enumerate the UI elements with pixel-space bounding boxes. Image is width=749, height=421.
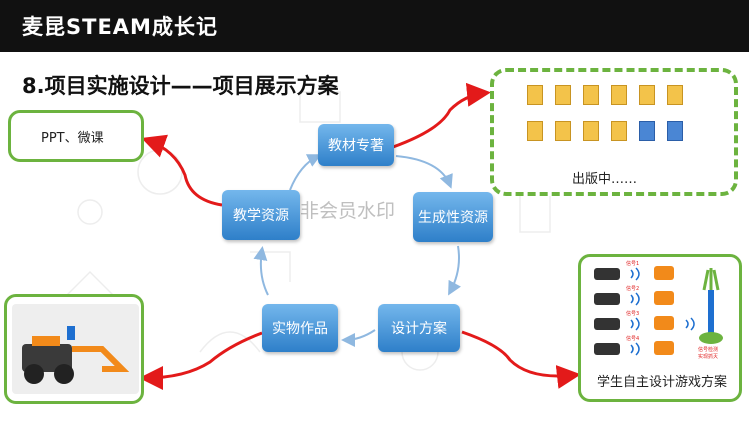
node-teaching-resources[interactable]: 教学资源 <box>222 190 300 240</box>
signal-label-4: 信号4 <box>626 336 640 342</box>
robot-car-icon <box>22 326 130 384</box>
folder-icon <box>555 85 571 105</box>
word-doc-icon <box>639 121 655 141</box>
publishing-label: 出版中…… <box>572 172 638 187</box>
game-illustration: 信号1 信号2 信号3 信号4 信号检测 实现抓灭 <box>586 260 738 370</box>
node-design-plan[interactable]: 设计方案 <box>378 304 460 352</box>
node-physical-works[interactable]: 实物作品 <box>262 304 338 352</box>
game-plan-label: 学生自主设计游戏方案 <box>597 375 728 390</box>
header-bar: 麦昆STEAM成长记 <box>0 0 749 52</box>
folder-icon <box>527 121 543 141</box>
robot-photo <box>12 304 139 394</box>
node-textbook[interactable]: 教材专著 <box>318 124 394 166</box>
folder-icon <box>583 85 599 105</box>
watermark-text: 非会员水印 <box>300 200 396 222</box>
folder-icon <box>611 121 627 141</box>
folder-icon <box>583 121 599 141</box>
signal-detect-label: 信号检测 实现抓灭 <box>698 347 719 360</box>
signal-label-2: 信号2 <box>626 286 640 292</box>
signal-label-3: 信号3 <box>626 311 640 317</box>
folder-icon <box>639 85 655 105</box>
word-doc-icon <box>667 121 683 141</box>
signal-label-1: 信号1 <box>626 261 640 267</box>
folder-icon <box>527 85 543 105</box>
game-scene <box>594 266 723 356</box>
header-title: 麦昆STEAM成长记 <box>22 15 218 39</box>
section-title: 8.项目实施设计——项目展示方案 <box>22 74 339 98</box>
folder-icon <box>611 85 627 105</box>
ppt-box: PPT、微课 <box>8 110 144 162</box>
ppt-box-label: PPT、微课 <box>41 131 104 146</box>
node-generative-resources[interactable]: 生成性资源 <box>413 192 493 242</box>
folder-icon <box>667 85 683 105</box>
folder-icon <box>555 121 571 141</box>
